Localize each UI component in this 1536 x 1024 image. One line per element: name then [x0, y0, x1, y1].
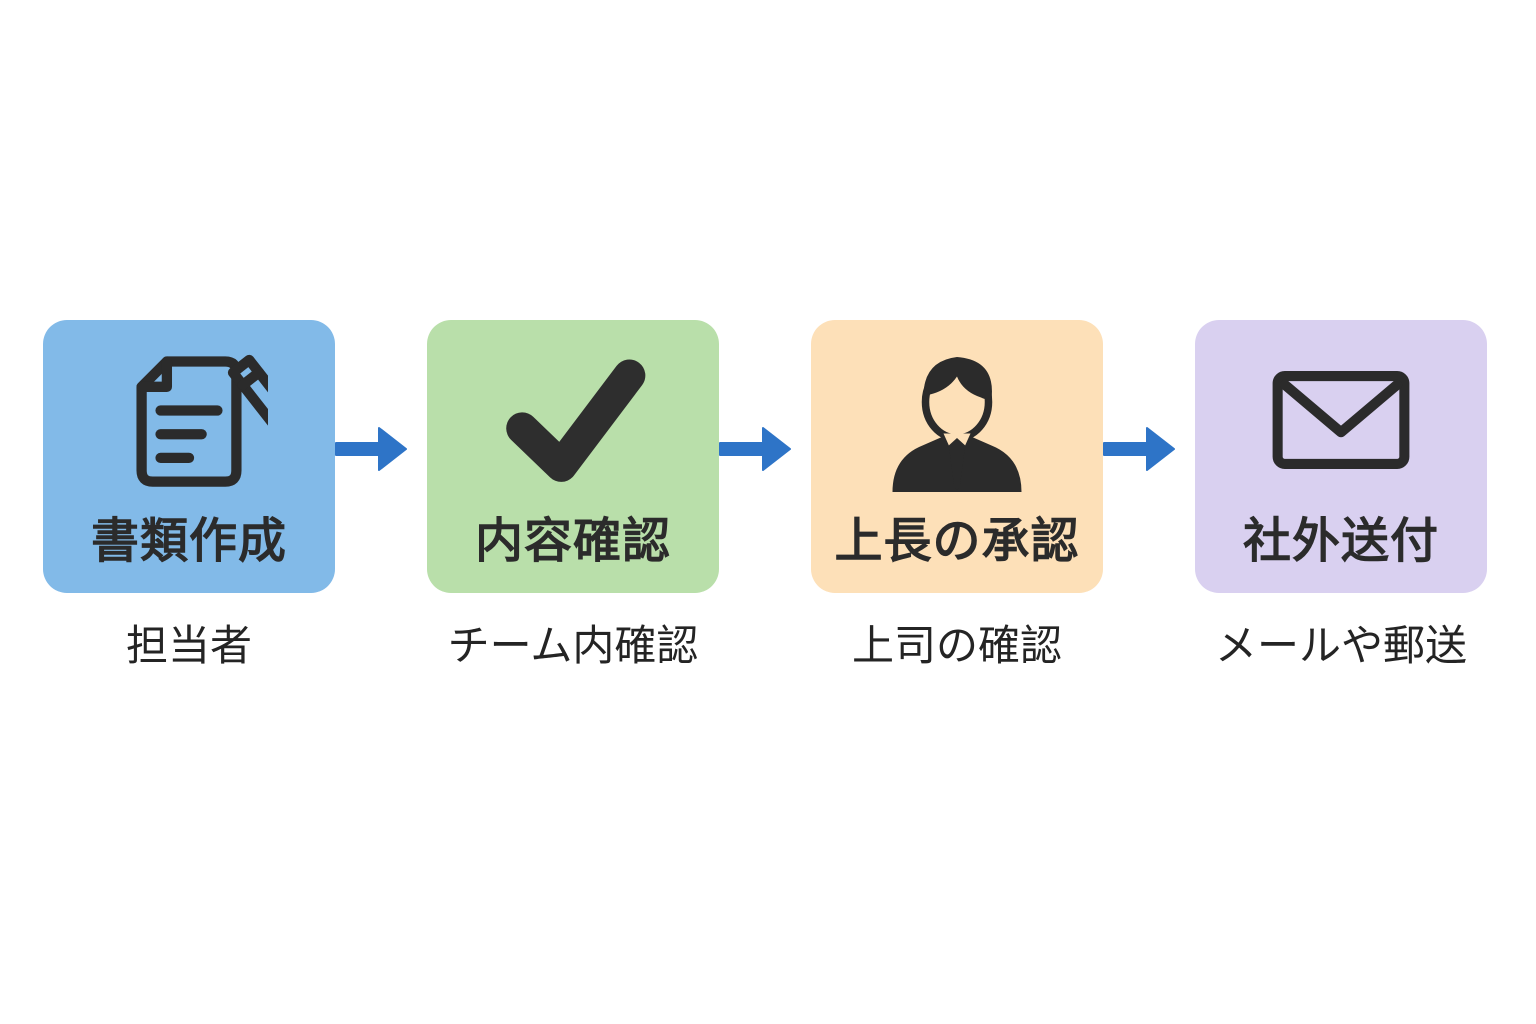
- step-caption: メールや郵送: [1214, 622, 1467, 669]
- flow-arrow: [335, 320, 427, 593]
- step-external-sending: 社外送付 メールや郵送: [1195, 320, 1487, 669]
- document-edit-icon: [43, 340, 335, 500]
- flow-arrow: [719, 320, 811, 593]
- step-box-document-creation: 書類作成: [43, 320, 335, 593]
- step-caption: チーム内確認: [447, 622, 699, 669]
- arrow-right-icon: [335, 427, 407, 471]
- step-box-content-check: 内容確認: [427, 320, 719, 593]
- step-title: 書類作成: [90, 515, 287, 568]
- step-supervisor-approval: 上長の承認 上司の確認: [811, 320, 1103, 669]
- step-caption: 上司の確認: [851, 622, 1062, 669]
- step-box-external-sending: 社外送付: [1195, 320, 1487, 593]
- step-box-supervisor-approval: 上長の承認: [811, 320, 1103, 593]
- flow-arrow: [1103, 320, 1195, 593]
- flow-row: 書類作成 担当者 内容確認 チーム内確認: [43, 320, 1487, 669]
- step-content-check: 内容確認 チーム内確認: [427, 320, 719, 669]
- step-title: 上長の承認: [834, 515, 1080, 568]
- arrow-right-icon: [1103, 427, 1175, 471]
- envelope-icon: [1195, 340, 1487, 500]
- check-icon: [427, 340, 719, 500]
- step-document-creation: 書類作成 担当者: [43, 320, 335, 669]
- step-caption: 担当者: [125, 622, 252, 669]
- arrow-right-icon: [719, 427, 791, 471]
- businessperson-icon: [811, 340, 1103, 500]
- step-title: 内容確認: [474, 515, 671, 568]
- step-title: 社外送付: [1242, 515, 1439, 568]
